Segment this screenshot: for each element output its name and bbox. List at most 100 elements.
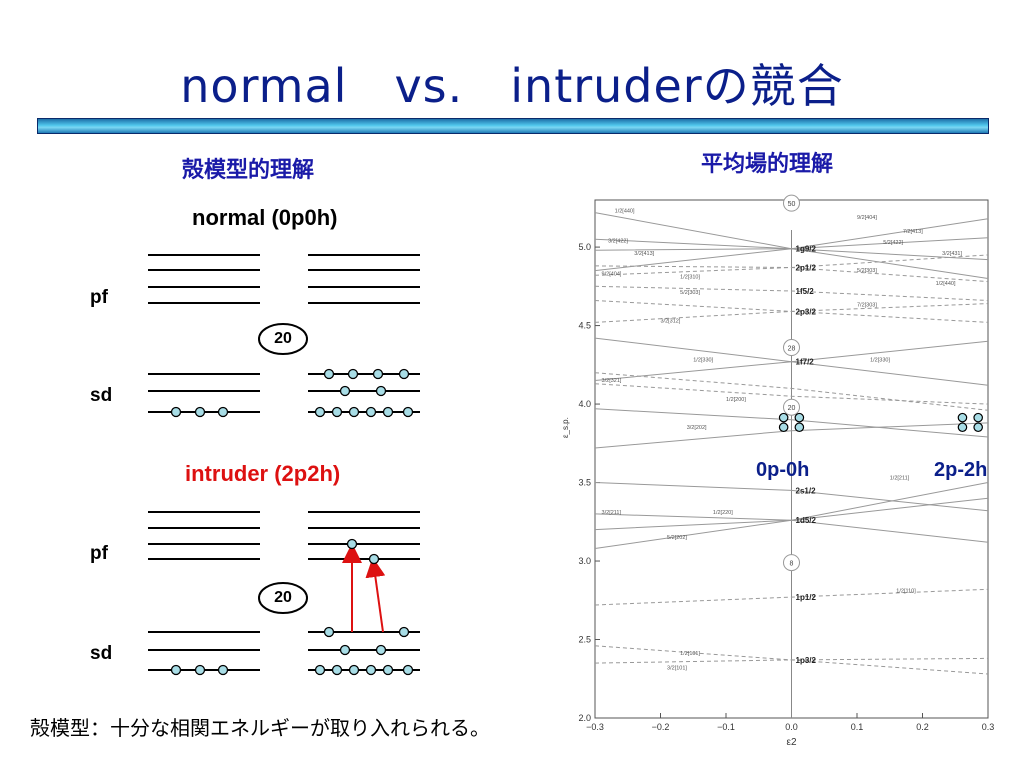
label-0p0h: 0p-0h: [756, 459, 810, 481]
particle-marker: [794, 422, 805, 433]
orbit-annotation: 5/2[422]: [883, 240, 903, 246]
slide-title: normal vs. intruderの競合: [180, 59, 844, 113]
pf-label-normal: pf: [90, 287, 108, 308]
orbit-annotation: 7/2[413]: [903, 229, 923, 235]
magic-number-circle: [783, 194, 800, 212]
orbit-annotation: 3/2[202]: [687, 425, 707, 431]
magic-number-normal: 20: [274, 330, 292, 347]
orbit-annotation: 1/2[310]: [680, 274, 700, 280]
particle: [217, 406, 229, 418]
orbit-annotation: 1/2[110]: [896, 588, 916, 594]
particle: [170, 664, 182, 676]
orbital-line-dashed: [594, 265, 989, 283]
orbit-annotation: 3/2[431]: [942, 251, 962, 257]
particle-marker: [778, 422, 789, 433]
particle: [348, 406, 360, 418]
particle-marker: [973, 422, 983, 433]
y-tick-label: 4.5: [578, 321, 591, 331]
orbit-annotation: 1/2[440]: [936, 281, 956, 287]
x-tick-label: 0.1: [851, 722, 864, 732]
particle: [375, 644, 387, 656]
intruder-label: intruder (2p2h): [185, 461, 341, 486]
particle: [339, 644, 351, 656]
y-tick-label: 5.0: [578, 242, 591, 252]
sd-label-normal: sd: [90, 385, 113, 406]
particle-marker: [957, 422, 968, 433]
magic-number-circle: [783, 398, 800, 416]
right-heading: 平均場的理解: [701, 152, 834, 177]
orbit-annotation: 1/2[101]: [680, 651, 700, 657]
orbital-line: [594, 237, 989, 251]
particle: [382, 406, 394, 418]
particle: [331, 406, 343, 418]
particle: [194, 664, 206, 676]
orbital-line-dashed: [594, 285, 989, 301]
particle: [372, 368, 384, 380]
orbit-annotation: 5/2[202]: [667, 535, 687, 541]
spherical-level-label: 1p1/2: [796, 593, 817, 602]
orbital-line: [594, 482, 989, 549]
particle-marker: [778, 412, 789, 423]
left-heading: 殻模型的理解: [182, 158, 315, 183]
y-tick-label: 3.5: [578, 478, 591, 488]
title-divider-bar: [37, 118, 989, 134]
orbit-annotation: 3/2[413]: [634, 251, 654, 257]
orbit-annotation: 3/2[101]: [667, 665, 687, 671]
particle: [339, 385, 351, 397]
orbit-annotation: 1/2[330]: [870, 358, 890, 364]
spherical-level-label: 2s1/2: [796, 486, 817, 495]
orbital-line: [594, 482, 989, 512]
particle-marker: [973, 412, 983, 423]
orbit-annotation: 5/2[303]: [680, 290, 700, 296]
particle: [368, 553, 380, 565]
particle: [382, 664, 394, 676]
particle: [398, 626, 410, 638]
magic-number-label: 8: [790, 561, 794, 568]
particle: [323, 626, 335, 638]
magic-number-label: 50: [788, 201, 796, 208]
orbital-line-dashed: [594, 588, 989, 606]
excitation-arrow: [365, 557, 386, 633]
y-tick-label: 4.0: [578, 399, 591, 409]
orbit-annotation: 9/2[404]: [857, 215, 877, 221]
spherical-level-label: 1f7/2: [796, 358, 815, 367]
orbit-annotation: 3/2[211]: [602, 510, 622, 516]
particle-marker: [794, 412, 805, 423]
label-2p2h: 2p-2h: [934, 459, 988, 481]
particle: [348, 664, 360, 676]
particle: [402, 664, 414, 676]
magic-oval-normal: [258, 323, 308, 355]
particle: [314, 664, 326, 676]
particle-marker: [957, 412, 968, 423]
spherical-level-label: 1d5/2: [796, 516, 817, 525]
pf-label-intruder: pf: [90, 543, 108, 564]
particle: [194, 406, 206, 418]
orbit-annotation: 3/2[422]: [608, 238, 628, 244]
orbit-annotation: 7/2[303]: [857, 303, 877, 309]
shell-model-diagram: [148, 254, 420, 676]
spherical-level-label: 2p1/2: [796, 263, 817, 272]
x-tick-label: −0.2: [652, 722, 670, 732]
orbital-line: [594, 337, 989, 386]
orbit-annotation: 3/2[321]: [602, 378, 622, 384]
particle: [346, 538, 358, 550]
orbital-line-dashed: [594, 645, 989, 675]
spherical-level-label: 2p3/2: [796, 307, 817, 316]
magic-number-label: 28: [788, 346, 796, 353]
magic-number-label: 20: [788, 405, 796, 412]
particle: [402, 406, 414, 418]
y-tick-label: 3.0: [578, 556, 591, 566]
particle: [365, 664, 377, 676]
x-tick-label: 0.3: [982, 722, 995, 732]
y-axis-label: ε_s.p.: [561, 417, 570, 438]
x-axis-label: ε2: [786, 737, 796, 748]
spherical-level-label: 1p3/2: [796, 656, 817, 665]
particle: [217, 664, 229, 676]
particle: [170, 406, 182, 418]
x-tick-label: 0.2: [916, 722, 929, 732]
magic-number-circle: [783, 339, 800, 357]
x-tick-label: −0.1: [717, 722, 735, 732]
orbital-line-dashed: [594, 300, 989, 323]
orbital-line-dashed: [594, 372, 989, 411]
